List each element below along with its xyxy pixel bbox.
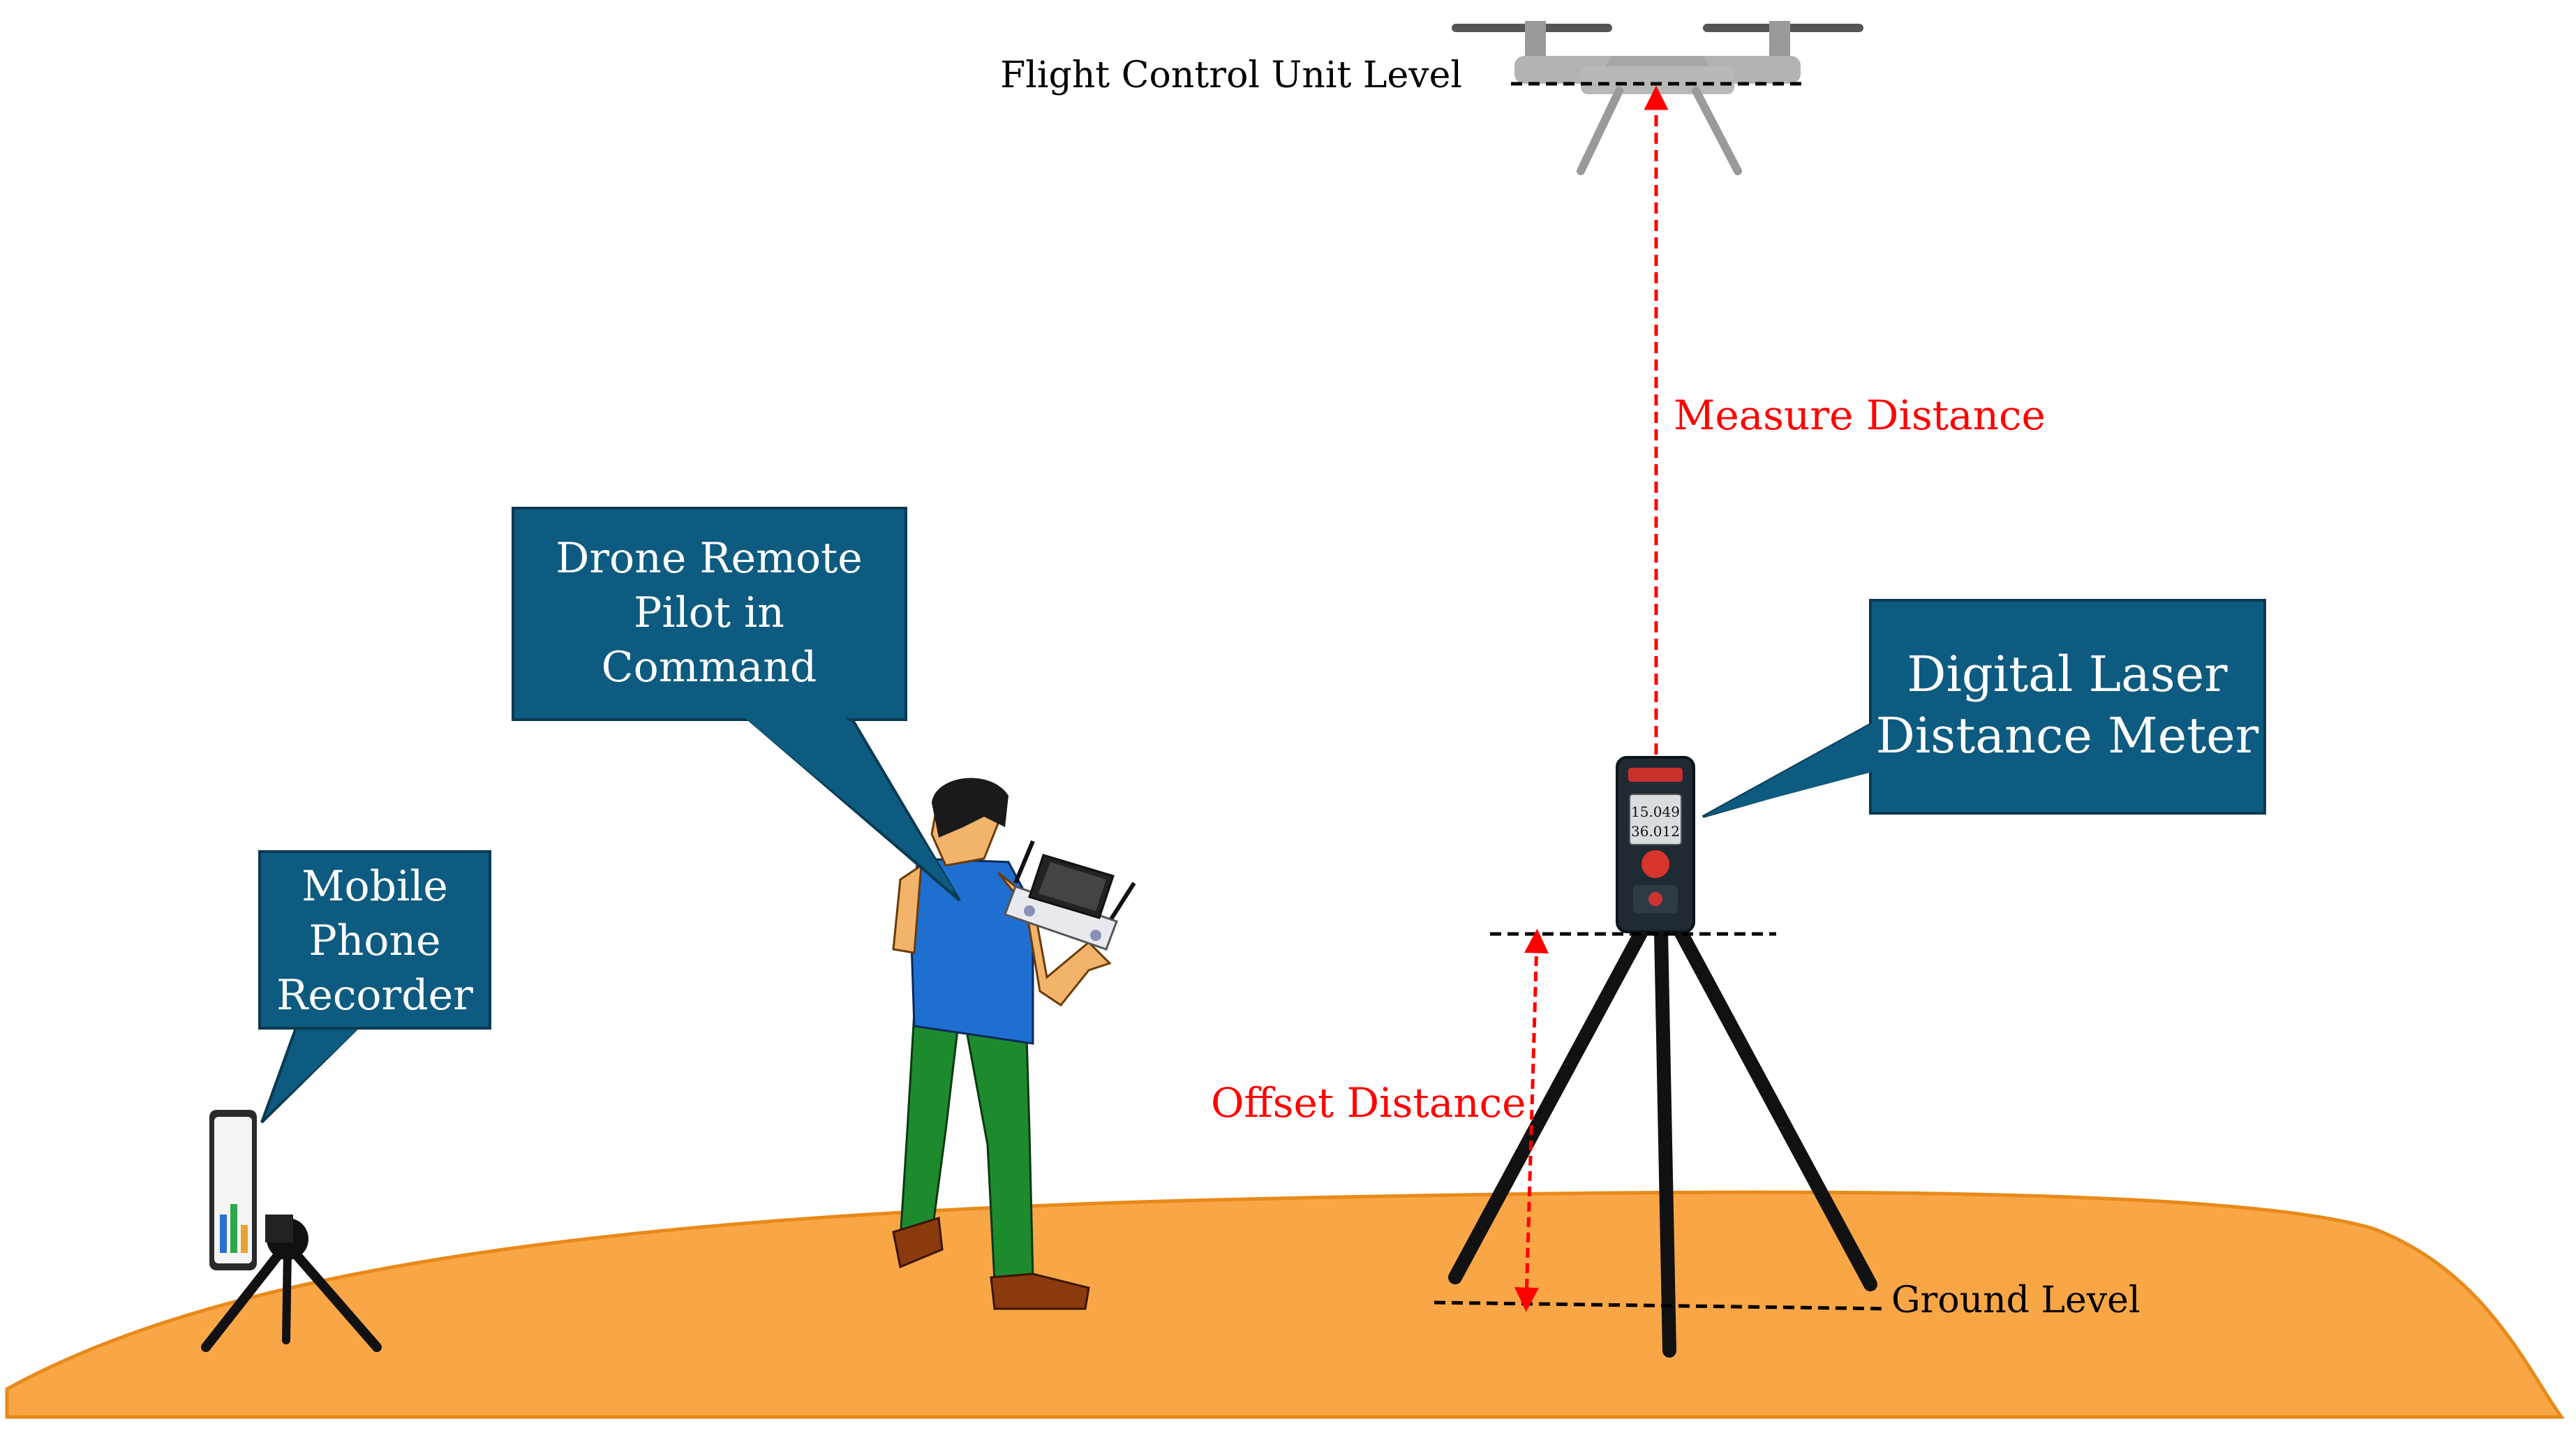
- drone-pilot-callout-line1: Drone Remote: [556, 534, 862, 583]
- laser-distance-meter-icon: 15.049 36.012: [1616, 756, 1695, 933]
- laser-meter-callout-line2: Distance Meter: [1876, 707, 2259, 764]
- drone-icon: [1452, 21, 1863, 175]
- ground-level-label: Ground Level: [1891, 1279, 2141, 1321]
- remote-controller-icon: [1004, 840, 1136, 951]
- drone-pilot-callout-line3: Command: [602, 643, 817, 692]
- drone-pilot-callout-line2: Pilot in: [634, 588, 784, 637]
- offset-distance-label: Offset Distance: [1211, 1079, 1526, 1127]
- drone-pilot-callout: Drone Remote Pilot in Command: [512, 507, 961, 902]
- phone-tripod-icon: [201, 1215, 382, 1352]
- flight-control-unit-level-label: Flight Control Unit Level: [1000, 54, 1462, 96]
- offset-distance-arrow: [1514, 928, 1549, 1312]
- measure-distance-label: Measure Distance: [1674, 392, 2046, 439]
- laser-meter-callout: Digital Laser Distance Meter: [1702, 599, 2266, 818]
- mobile-phone-callout: Mobile Phone Recorder: [258, 850, 491, 1124]
- mobile-phone-callout-line3: Recorder: [276, 971, 473, 1020]
- mobile-phone-callout-line2: Phone: [308, 916, 440, 965]
- laser-meter-callout-line1: Digital Laser: [1907, 646, 2228, 703]
- meter-readout-line1: 15.049: [1631, 803, 1680, 820]
- ground-level-line: [1434, 1300, 1889, 1311]
- mobile-phone-callout-line1: Mobile: [301, 862, 448, 911]
- ground-surface: [5, 1190, 2565, 1419]
- meter-readout-line2: 36.012: [1631, 823, 1680, 840]
- mobile-phone-icon: [209, 1110, 257, 1270]
